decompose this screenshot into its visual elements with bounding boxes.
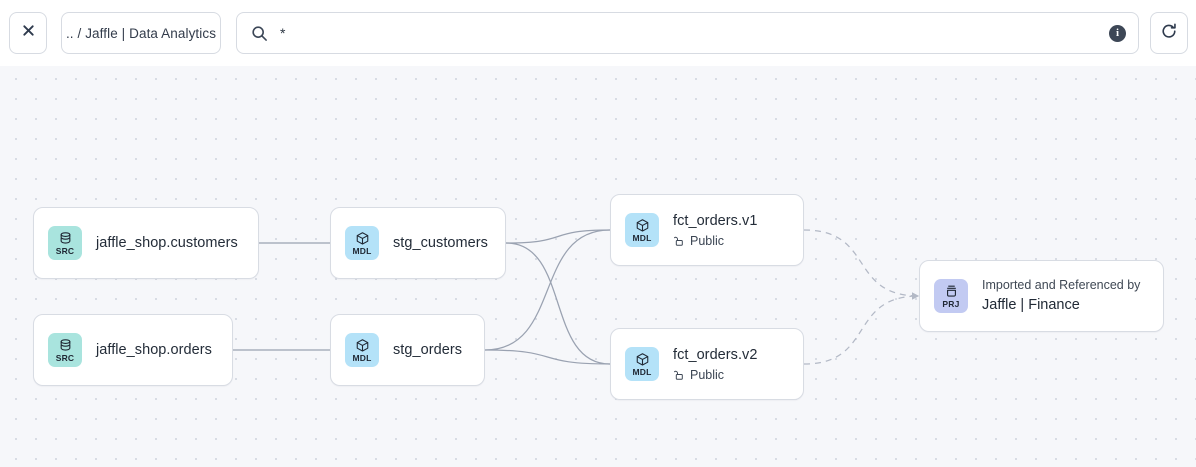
node-badge-label: MDL (352, 352, 372, 363)
node-badge-label: MDL (352, 245, 372, 256)
node-badge-mdl: MDL (625, 347, 659, 381)
node-title: jaffle_shop.customers (96, 234, 238, 251)
node-badge-label: SRC (55, 352, 75, 363)
database-icon (58, 231, 73, 246)
node-text: Imported and Referenced by Jaffle | Finan… (982, 277, 1149, 314)
close-button[interactable] (9, 12, 47, 54)
graph-node-stg_orders[interactable]: MDL stg_orders (330, 314, 485, 386)
search-icon (251, 25, 268, 42)
node-badge-label: MDL (632, 232, 652, 243)
top-toolbar: .. / Jaffle | Data Analytics i (0, 0, 1196, 66)
graph-edge-fct_orders_v2-to-prj_finance (803, 295, 920, 365)
graph-edge-stg_customers-to-fct_orders_v1 (505, 229, 611, 244)
node-title: fct_orders.v1 (673, 213, 758, 230)
graph-node-src_orders[interactable]: SRC jaffle_shop.orders (33, 314, 233, 386)
cube-icon (635, 218, 650, 233)
breadcrumb[interactable]: .. / Jaffle | Data Analytics (61, 12, 221, 54)
refresh-button[interactable] (1150, 12, 1188, 54)
edge-arrowhead (912, 292, 919, 300)
node-caption: Imported and Referenced by (982, 278, 1141, 293)
database-icon (58, 338, 73, 353)
node-visibility: Public (673, 368, 789, 382)
graph-node-stg_customers[interactable]: MDL stg_customers (330, 207, 506, 279)
cube-icon (355, 338, 370, 353)
node-text: stg_orders (393, 341, 470, 359)
search-bar[interactable]: i (236, 12, 1139, 54)
node-title: jaffle_shop.orders (96, 341, 212, 358)
close-icon (21, 23, 36, 43)
node-badge-src: SRC (48, 333, 82, 367)
graph-edge-stg_orders-to-fct_orders_v2 (484, 349, 611, 365)
node-visibility-label: Public (690, 233, 725, 248)
node-text: jaffle_shop.customers (96, 234, 244, 252)
node-visibility: Public (673, 234, 789, 248)
graph-edge-stg_customers-to-fct_orders_v2 (505, 242, 611, 365)
cube-icon (635, 352, 650, 367)
archive-box-icon (944, 284, 959, 299)
graph-node-prj_finance[interactable]: PRJ Imported and Referenced by Jaffle | Fi… (919, 260, 1164, 332)
node-badge-src: SRC (48, 226, 82, 260)
node-badge-mdl: MDL (625, 213, 659, 247)
edge-arrowhead (912, 292, 919, 300)
node-title: fct_orders.v2 (673, 347, 758, 364)
info-icon[interactable]: i (1109, 24, 1126, 42)
breadcrumb-label: .. / Jaffle | Data Analytics (65, 25, 217, 41)
node-badge-mdl: MDL (345, 226, 379, 260)
node-title: Jaffle | Finance (982, 296, 1080, 313)
unlock-icon (673, 235, 685, 247)
graph-edge-fct_orders_v1-to-prj_finance (803, 229, 920, 297)
graph-node-src_customers[interactable]: SRC jaffle_shop.customers (33, 207, 259, 279)
node-badge-label: SRC (55, 245, 75, 256)
node-badge-label: PRJ (942, 298, 960, 309)
node-title: stg_orders (393, 341, 463, 358)
node-badge-label: MDL (632, 366, 652, 377)
node-visibility-label: Public (690, 367, 725, 382)
node-title: stg_customers (393, 234, 488, 251)
search-input[interactable] (280, 13, 1109, 53)
cube-icon (355, 231, 370, 246)
unlock-icon (673, 369, 685, 381)
refresh-icon (1160, 22, 1178, 45)
node-badge-mdl: MDL (345, 333, 379, 367)
node-text: stg_customers (393, 234, 491, 252)
node-text: jaffle_shop.orders (96, 341, 218, 359)
node-badge-prj: PRJ (934, 279, 968, 313)
